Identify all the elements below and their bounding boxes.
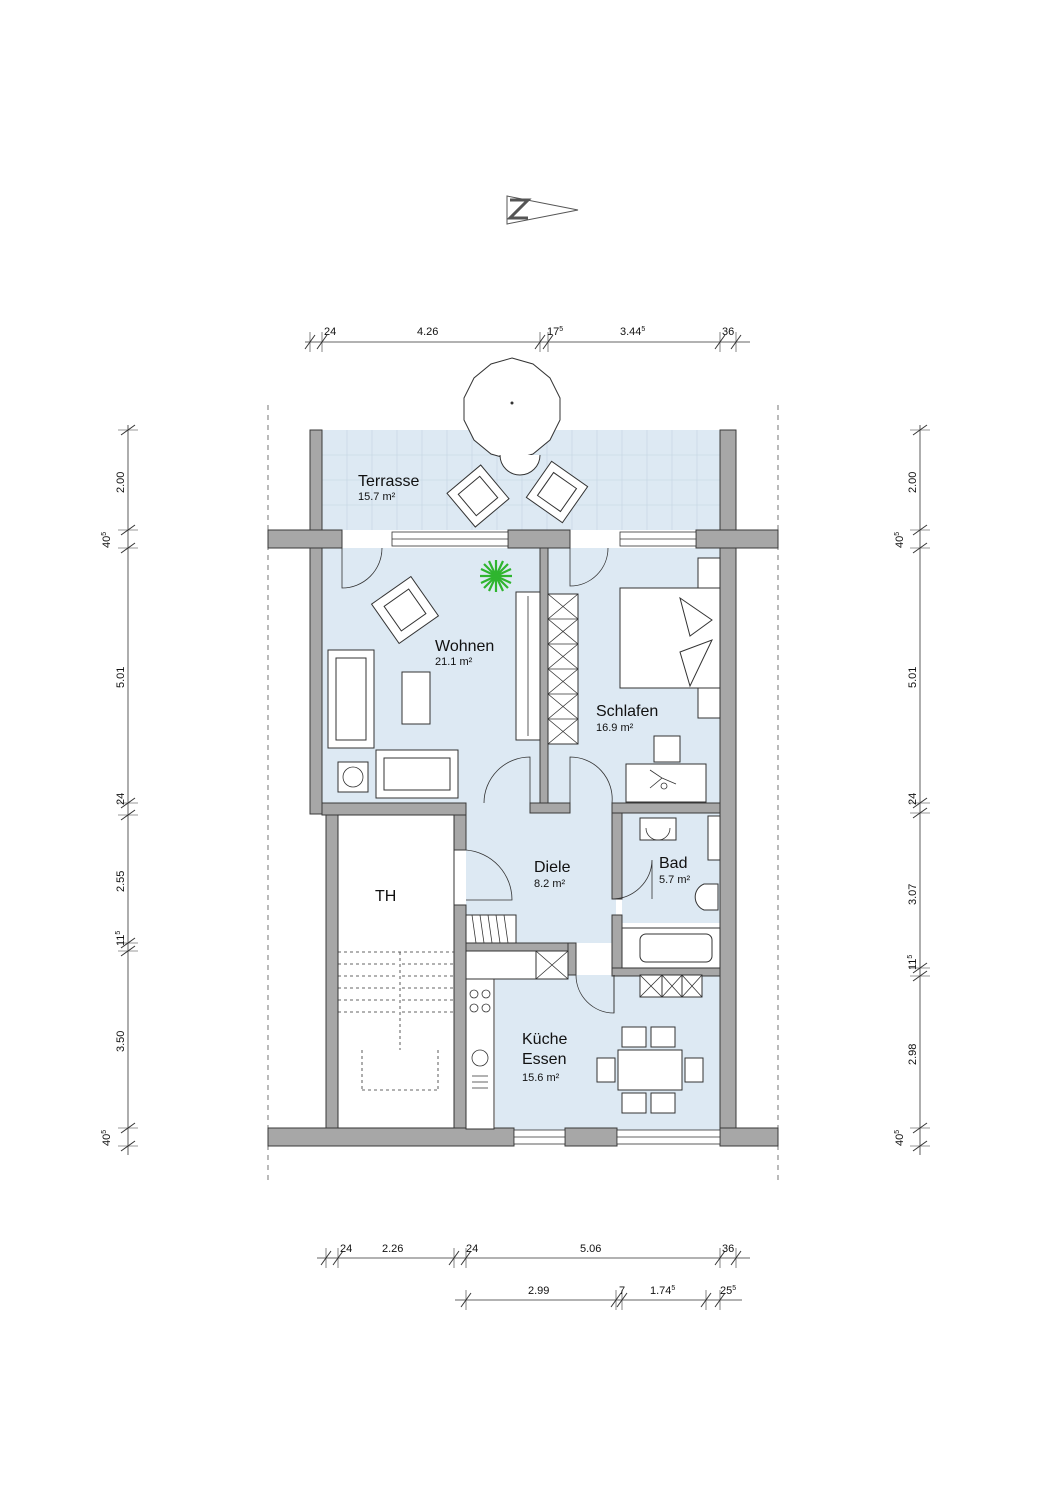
dim-left-7: 405: [101, 1130, 113, 1146]
dims-bottom-2: 2.99 7 1.745 255: [528, 1285, 736, 1297]
kitchen-fixtures: [465, 950, 703, 1130]
north-arrow-icon: [506, 195, 579, 225]
dim-right-5: 115: [907, 955, 919, 970]
room-name-kueche: Küche: [522, 1031, 567, 1048]
room-name-bad: Bad: [659, 855, 687, 872]
plant-icon: [480, 560, 512, 592]
dimension-lines: [127, 341, 921, 1301]
dim-left-5: 115: [115, 931, 127, 946]
room-area-terrasse: 15.7 m²: [358, 491, 396, 503]
dining-table: [596, 1026, 704, 1114]
dims-right: 2.00 405 5.01 24 3.07 115 2.98 405: [894, 472, 919, 1146]
dim-right-6: 2.98: [907, 1044, 919, 1065]
room-area-kueche: 15.6 m²: [522, 1072, 560, 1084]
dim-bottom1-2: 24: [466, 1243, 478, 1255]
room-name-wohnen: Wohnen: [435, 638, 494, 655]
dim-right-2: 5.01: [907, 667, 919, 688]
room-area-bad: 5.7 m²: [659, 874, 691, 886]
room-area-wohnen: 21.1 m²: [435, 656, 473, 668]
dim-left-3: 24: [115, 793, 127, 805]
shoe-rack: [465, 914, 517, 944]
dim-top-4: 36: [722, 326, 734, 338]
windows: [391, 531, 721, 1145]
room-name-th: TH: [375, 888, 396, 905]
staircase: [337, 814, 455, 1129]
dim-left-1: 405: [101, 532, 113, 548]
dim-right-0: 2.00: [907, 472, 919, 493]
dim-top-3: 3.445: [620, 326, 645, 338]
dim-right-1: 405: [894, 532, 906, 548]
dim-left-6: 3.50: [115, 1031, 127, 1052]
room-area-diele: 8.2 m²: [534, 878, 566, 890]
dims-left: 2.00 405 5.01 24 2.55 115 3.50 405: [101, 472, 127, 1146]
dim-right-7: 405: [894, 1130, 906, 1146]
dim-bottom1-3: 5.06: [580, 1243, 601, 1255]
dim-top-0: 24: [324, 326, 336, 338]
dim-bottom2-1: 7: [619, 1285, 625, 1297]
dim-top-2: 175: [547, 326, 563, 338]
terrace-furniture: [446, 357, 589, 528]
dim-right-4: 3.07: [907, 884, 919, 905]
room-name-schlafen: Schlafen: [596, 703, 658, 720]
dim-top-1: 4.26: [417, 326, 438, 338]
dimension-ticks: [118, 332, 930, 1310]
dim-left-0: 2.00: [115, 472, 127, 493]
room-name-diele: Diele: [534, 859, 571, 876]
room-name-terrasse: Terrasse: [358, 473, 419, 490]
dim-bottom2-3: 255: [720, 1285, 736, 1297]
dim-bottom2-0: 2.99: [528, 1285, 549, 1297]
desk: [625, 735, 707, 803]
dim-bottom1-4: 36: [722, 1243, 734, 1255]
bed: [619, 557, 721, 719]
dim-bottom1-0: 24: [340, 1243, 352, 1255]
wardrobe: [547, 593, 579, 745]
doors: [341, 547, 653, 1014]
dim-right-3: 24: [907, 793, 919, 805]
living-furniture: [327, 575, 541, 799]
room-area-schlafen: 16.9 m²: [596, 722, 634, 734]
dims-bottom-1: 24 2.26 24 5.06 36: [340, 1243, 734, 1255]
bathroom-fixtures: [621, 815, 721, 969]
dim-bottom2-2: 1.745: [650, 1285, 675, 1297]
dim-left-4: 2.55: [115, 871, 127, 892]
dim-left-2: 5.01: [115, 667, 127, 688]
dims-top: 24 4.26 175 3.445 36: [324, 326, 734, 338]
dim-bottom1-1: 2.26: [382, 1243, 403, 1255]
room-name-essen: Essen: [522, 1051, 566, 1068]
room-labels: Terrasse 15.7 m² Wohnen 21.1 m² Schlafen…: [358, 473, 691, 1084]
